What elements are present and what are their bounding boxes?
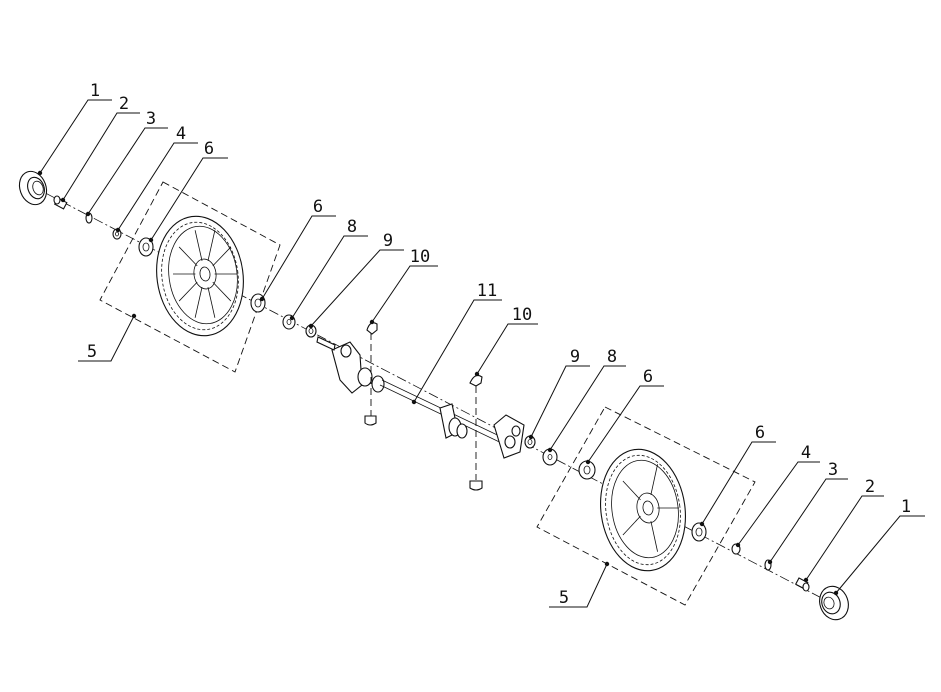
callout-dot-c4b	[735, 542, 741, 548]
callout-label-c11: 11	[477, 281, 497, 301]
callout-dot-c9a	[308, 323, 314, 329]
callout-leader-c11	[413, 299, 502, 403]
axle-bracket-right	[493, 414, 525, 459]
callout-label-c3b: 3	[828, 460, 838, 480]
axle-bracket-left	[316, 336, 385, 394]
callout-label-c8a: 8	[347, 217, 357, 237]
callout-leader-c2b	[805, 495, 884, 581]
callout-leader-c9b	[530, 365, 590, 438]
callout-leader-c6d	[701, 441, 776, 525]
bolt-right	[794, 577, 810, 592]
callout-dot-c3a	[85, 211, 91, 217]
callout-dot-c6c	[585, 459, 591, 465]
callout-label-c4b: 4	[801, 443, 811, 463]
callout-leader-c3a	[87, 127, 168, 215]
axle-bracket-mid	[439, 403, 468, 439]
wheel-right	[600, 448, 686, 572]
callout-leader-c10a	[371, 265, 438, 323]
callout-leader-c1b	[835, 515, 925, 594]
callout-label-c4a: 4	[176, 124, 186, 144]
wheel-left	[156, 215, 244, 337]
callout-leader-c5b	[549, 563, 608, 608]
hub-cap-left	[18, 170, 48, 206]
callout-label-c6b: 6	[313, 197, 323, 217]
callout-dot-c1a	[37, 170, 43, 176]
callout-dot-c5a	[131, 313, 137, 319]
callout-dot-c2b	[803, 577, 809, 583]
pin-10-left	[364, 322, 378, 426]
callout-leader-c3b	[769, 478, 848, 563]
callout-label-c5b: 5	[559, 588, 569, 608]
pin-10-right	[469, 374, 483, 491]
hub-cap-right	[819, 585, 849, 621]
callout-leader-c1a	[39, 99, 112, 174]
wheel-group-box-right	[536, 406, 756, 606]
callout-leader-c8a	[291, 235, 368, 319]
callout-dot-c10a	[369, 319, 375, 325]
callout-dot-c8b	[547, 447, 553, 453]
callout-label-c2a: 2	[119, 94, 129, 114]
callout-label-c9b: 9	[570, 347, 580, 367]
callout-leader-c10b	[476, 323, 538, 375]
callout-label-c1a: 1	[90, 81, 100, 101]
callout-label-c1b: 1	[901, 497, 911, 517]
callout-label-c9a: 9	[383, 231, 393, 251]
bearing-right-outer	[691, 522, 707, 542]
callout-leader-c6a	[150, 157, 228, 241]
callout-dot-c1b	[833, 590, 839, 596]
callout-label-c10b: 10	[512, 305, 532, 325]
callout-dot-c2a	[60, 197, 66, 203]
callout-dot-c6a	[148, 237, 154, 243]
callout-dot-c6d	[699, 521, 705, 527]
callout-label-c6d: 6	[755, 423, 765, 443]
callout-dot-c6b	[259, 296, 265, 302]
callout-leader-c8b	[549, 365, 626, 451]
callout-label-c6c: 6	[643, 367, 653, 387]
callout-label-c6a: 6	[204, 139, 214, 159]
callout-leader-c6b	[261, 215, 336, 300]
callout-label-c3a: 3	[146, 109, 156, 129]
callout-leader-c9a	[310, 249, 404, 327]
callout-label-c10a: 10	[410, 247, 430, 267]
callout-leader-c2a	[62, 112, 140, 201]
bolt-left	[53, 195, 68, 210]
callout-leader-c4b	[737, 461, 820, 546]
callout-dot-c3b	[767, 559, 773, 565]
callout-dot-c8a	[289, 315, 295, 321]
callout-dot-c11	[411, 399, 417, 405]
callout-leader-c5a	[78, 315, 135, 362]
callout-leader-c6c	[587, 385, 664, 463]
callout-dot-c4a	[115, 227, 121, 233]
callout-label-c2b: 2	[865, 477, 875, 497]
callout-label-c8b: 8	[607, 347, 617, 367]
callout-dot-c5b	[604, 561, 610, 567]
wheel-group-box-left	[99, 181, 281, 373]
callout-dot-c9b	[528, 434, 534, 440]
callout-dot-c10b	[474, 371, 480, 377]
callout-leader-c4a	[117, 142, 198, 231]
callout-label-c5a: 5	[87, 342, 97, 362]
bearing-left-outer	[138, 237, 154, 257]
